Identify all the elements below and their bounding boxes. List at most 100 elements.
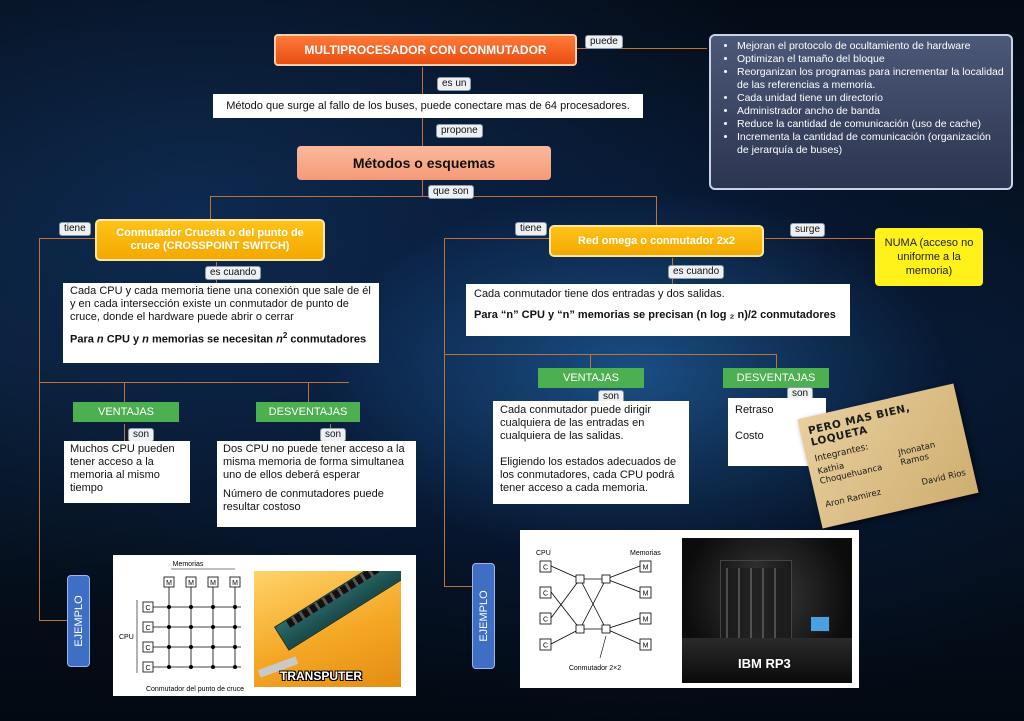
connector-left-down (210, 196, 211, 220)
crossbar-fig-cpu: CPU (119, 634, 134, 641)
tag-es-cuando-left: es cuando (205, 266, 262, 280)
connector-que-son (422, 180, 423, 196)
crossbar-ventaja-box: Muchos CPU pueden tener acceso a la memo… (64, 441, 190, 503)
tag-es-un: es un (437, 77, 472, 91)
omega-diagram: CPU Memorias C C C C M M M M Conmutador … (536, 550, 661, 672)
omega-formula: Para “n” CPU y “n” memorias se precisan … (474, 309, 836, 321)
crossbar-cpu-boxes: C C C C (142, 601, 154, 673)
svg-text:M: M (188, 580, 194, 587)
crossbar-ejemplo-label: EJEMPLO (67, 575, 90, 667)
definition-box: Método que surge al fallo de los buses, … (213, 94, 643, 118)
title-box: MULTIPROCESADOR CON CONMUTADOR (274, 34, 577, 66)
svg-text:M: M (643, 643, 649, 650)
omega-example-panel: CPU Memorias C C C C M M M M Conmutador … (520, 530, 859, 688)
svg-text:M: M (643, 617, 649, 624)
omega-desventajas-label: DESVENTAJAS (723, 368, 829, 388)
connector-left-horizontal (39, 382, 349, 383)
svg-text:M: M (232, 580, 238, 587)
benefits-list: Mejoran el protocolo de ocultamiento de … (721, 40, 1005, 157)
crossbar-ventaja: Muchos CPU pueden tener acceso a la memo… (70, 443, 175, 494)
ibm-rp3-label: IBM RP3 (738, 656, 791, 671)
connector-surge (765, 238, 875, 239)
numa-text: NUMA (acceso no uniforme a la memoria) (884, 237, 974, 277)
omega-title-box: Red omega o conmutador 2x2 (549, 225, 764, 257)
crossbar-title: Conmutador Cruceta o del punto de cruce … (116, 227, 304, 252)
transputer-label: TRANSPUTER (280, 669, 363, 683)
tag-que-son: que son (428, 185, 474, 199)
benefit-item: Optimizan el tamaño del bloque (737, 53, 1005, 66)
methods-text: Métodos o esquemas (352, 155, 496, 171)
svg-text:C: C (145, 665, 150, 672)
crossbar-desventaja-box: Dos CPU no puede tener acceso a la misma… (217, 441, 416, 527)
omega-cpu-boxes: C C C C (539, 560, 552, 651)
omega-ejemplo-label: EJEMPLO (472, 563, 495, 669)
connector-puede (577, 48, 707, 49)
crossbar-title-box: Conmutador Cruceta o del punto de cruce … (95, 219, 325, 261)
svg-text:M: M (166, 580, 172, 587)
crossbar-desventaja-2: Número de conmutadores puede resultar co… (223, 488, 384, 513)
connector-right-vertical (444, 238, 445, 586)
svg-text:C: C (543, 565, 548, 572)
connector-son-1 (124, 424, 125, 442)
tag-surge: surge (790, 223, 826, 237)
crossbar-desventajas-label: DESVENTAJAS (256, 402, 360, 422)
connector-desventajas-left (308, 382, 309, 402)
crossbar-diagram: Memorias M M M M C C C C CPU Conmutado (119, 561, 244, 693)
connector-tiene-left (39, 238, 97, 239)
benefit-item: Reduce la cantidad de comunicación (uso … (737, 118, 1005, 131)
omega-fig-cpu: CPU (536, 550, 551, 557)
connector-left-vertical (39, 238, 40, 620)
connector-right-down (656, 196, 657, 226)
crossbar-desventaja-1: Dos CPU no puede tener acceso a la misma… (223, 443, 405, 481)
tag-son-1: son (128, 428, 155, 442)
crossbar-ventajas-label: VENTAJAS (73, 402, 179, 422)
omega-title: Red omega o conmutador 2x2 (577, 234, 736, 247)
benefit-item: Cada unidad tiene un directorio (737, 92, 1005, 105)
omega-ventaja-1: Cada conmutador puede dirigir cualquiera… (500, 404, 652, 442)
svg-text:M: M (643, 565, 649, 572)
svg-text:M: M (210, 580, 216, 587)
transputer-photo: TRANSPUTER (254, 571, 401, 687)
crossbar-fig-memorias: Memorias (173, 561, 204, 568)
crossbar-example-panel: Memorias M M M M C C C C CPU Conmutado (113, 555, 416, 696)
tag-son-2: son (320, 428, 347, 442)
tag-puede: puede (585, 35, 623, 49)
svg-text:C: C (145, 645, 150, 652)
omega-desc: Cada conmutador tiene dos entradas y dos… (474, 288, 725, 300)
benefit-item: Administrador ancho de banda (737, 105, 1005, 118)
omega-fig-memorias: Memorias (630, 550, 661, 557)
benefits-panel: Mejoran el protocolo de ocultamiento de … (709, 34, 1013, 190)
benefit-item: Mejoran el protocolo de ocultamiento de … (737, 40, 1005, 53)
omega-fig-caption: Conmutador 2×2 (569, 665, 621, 672)
svg-text:C: C (543, 617, 548, 624)
ibm-rp3-photo: IBM RP3 (682, 538, 852, 683)
crossbar-memory-boxes: M M M M (163, 576, 241, 588)
omega-ventaja-2: Eligiendo los estados adecuados de los c… (500, 456, 677, 494)
svg-text:M: M (643, 591, 649, 598)
svg-text:C: C (145, 605, 150, 612)
connector-propone (422, 118, 423, 148)
connector-es-un (422, 67, 423, 94)
tag-es-cuando-right: es cuando (668, 265, 725, 279)
benefit-item: Reorganizan los programas para increment… (737, 66, 1005, 92)
svg-text:C: C (543, 643, 548, 650)
connector-desventajas-right (776, 354, 777, 368)
omega-memory-boxes: M M M M (639, 560, 652, 651)
connector-tiene-right (444, 238, 550, 239)
tag-propone: propone (436, 124, 483, 138)
crossbar-desc-box: Cada CPU y cada memoria tiene una conexi… (63, 283, 379, 363)
connector-right-horizontal (444, 354, 776, 355)
benefit-item: Incrementa la cantidad de comunicación (… (737, 131, 1005, 157)
omega-desc-box: Cada conmutador tiene dos entradas y dos… (466, 284, 850, 336)
omega-ventaja-box: Cada conmutador puede dirigir cualquiera… (493, 401, 689, 504)
svg-text:C: C (145, 625, 150, 632)
svg-text:C: C (543, 591, 548, 598)
omega-desventaja-1: Retraso (735, 404, 774, 416)
omega-desventaja-2: Costo (735, 430, 764, 442)
connector-ejemplo-left (39, 620, 67, 621)
crossbar-fig-caption: Conmutador del punto de cruce (146, 686, 244, 693)
definition-text: Método que surge al fallo de los buses, … (226, 99, 630, 112)
title-text: MULTIPROCESADOR CON CONMUTADOR (304, 43, 547, 57)
crossbar-formula: Para n CPU y n memorias se necesitan n2 … (70, 331, 367, 346)
omega-ventajas-label: VENTAJAS (538, 368, 644, 388)
